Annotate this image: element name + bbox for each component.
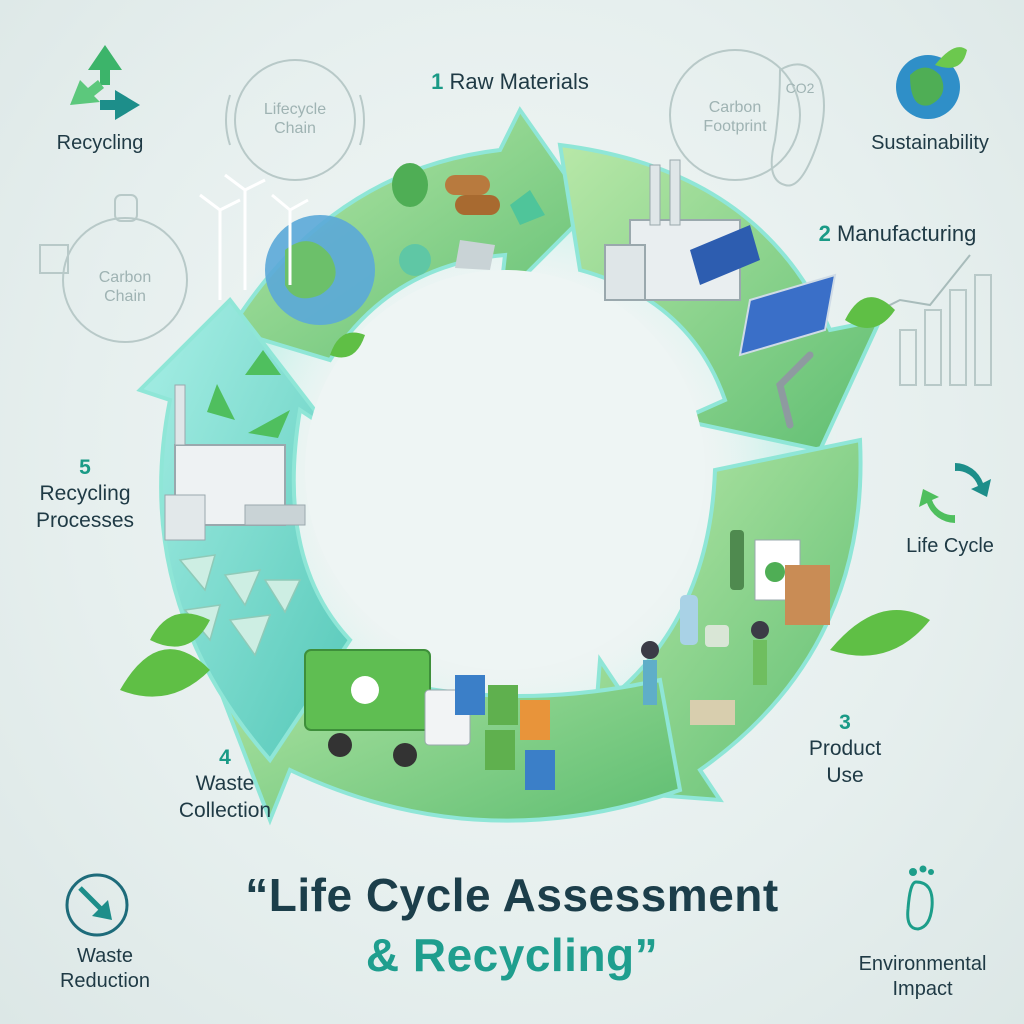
stage-4-label: 4 Waste Collection xyxy=(160,745,290,824)
stage-3-number: 3 xyxy=(839,711,851,734)
stage-4-number: 4 xyxy=(219,746,231,769)
stage-3-line1: Product xyxy=(808,737,882,761)
carbon-chain-sketch xyxy=(39,194,188,343)
environmental-impact-line2: Impact xyxy=(892,978,953,1000)
recycling-bins-icon xyxy=(455,675,555,790)
product-items-icons xyxy=(641,530,830,725)
ring-recycle-icon xyxy=(207,350,290,438)
lifecycle-chain-sketch xyxy=(225,59,365,181)
environmental-impact-label: Environmental Impact xyxy=(830,952,1015,1002)
carbon-footprint-line2: Footprint xyxy=(703,118,767,136)
stage-1-number: 1 xyxy=(431,69,444,94)
wind-turbines-icon xyxy=(199,173,309,300)
stage-2-text: Manufacturing xyxy=(836,221,977,246)
globe-land xyxy=(285,241,336,299)
stage-2-number: 2 xyxy=(818,221,831,246)
recycling-plant-icon xyxy=(164,384,306,541)
robot-arm-icon xyxy=(776,351,814,429)
raw-materials-icons xyxy=(392,163,545,276)
stage-5-label: 5 Recycling Processes xyxy=(20,455,150,534)
stage-5-line1: Recycling xyxy=(39,482,131,506)
stage-5-number: 5 xyxy=(79,456,91,479)
carbon-chain-line2: Chain xyxy=(104,288,146,306)
carbon-footprint-line1: Carbon xyxy=(708,99,762,116)
carbon-footprint-sketch xyxy=(669,49,825,187)
carbon-footprint-label: Carbon Footprint xyxy=(685,98,785,136)
segment-recycling-processes xyxy=(136,296,353,764)
footprint-icon xyxy=(906,865,934,931)
waste-reduction-line1: Waste xyxy=(77,945,133,967)
globe-leaf-icon xyxy=(896,47,967,119)
stage-3-label: 3 Product Use xyxy=(790,710,900,789)
life-cycle-icon xyxy=(919,463,991,523)
lifecycle-chain-line1: Lifecycle xyxy=(263,101,327,118)
environmental-impact-line1: Environmental xyxy=(858,953,987,975)
recycling-corner-label: Recycling xyxy=(56,132,144,154)
main-title-line1: “Life Cycle Assessment xyxy=(245,869,779,921)
stage-1-label: 1 Raw Materials xyxy=(400,68,620,96)
main-title-line2: & Recycling” xyxy=(365,929,659,981)
waste-reduction-icon xyxy=(65,873,129,937)
co2-label: CO2 xyxy=(785,80,815,96)
recycling-icon xyxy=(70,45,140,120)
stage-4-line1: Waste xyxy=(195,772,255,796)
waste-reduction-line2: Reduction xyxy=(59,970,151,992)
lifecycle-chain-line2: Chain xyxy=(274,120,316,138)
waste-reduction-label: Waste Reduction xyxy=(40,944,170,994)
stage-2-label: 2 Manufacturing xyxy=(790,220,1005,248)
decorative-leaves xyxy=(120,297,930,697)
stage-1-text: Raw Materials xyxy=(449,69,589,94)
carbon-chain-line1: Carbon xyxy=(98,269,152,286)
lifecycle-chain-label: Lifecycle Chain xyxy=(245,100,345,138)
life-cycle-corner-label: Life Cycle xyxy=(906,535,994,557)
stage-5-line2: Processes xyxy=(35,508,135,532)
stage-3-line2: Use xyxy=(826,763,864,787)
carbon-chain-label: Carbon Chain xyxy=(75,268,175,306)
sustainability-label: Sustainability xyxy=(871,132,989,154)
bar-chart-sketch xyxy=(859,254,992,386)
ring-center xyxy=(305,270,705,670)
stage-4-line2: Collection xyxy=(178,798,272,822)
factory-icon xyxy=(604,159,837,357)
